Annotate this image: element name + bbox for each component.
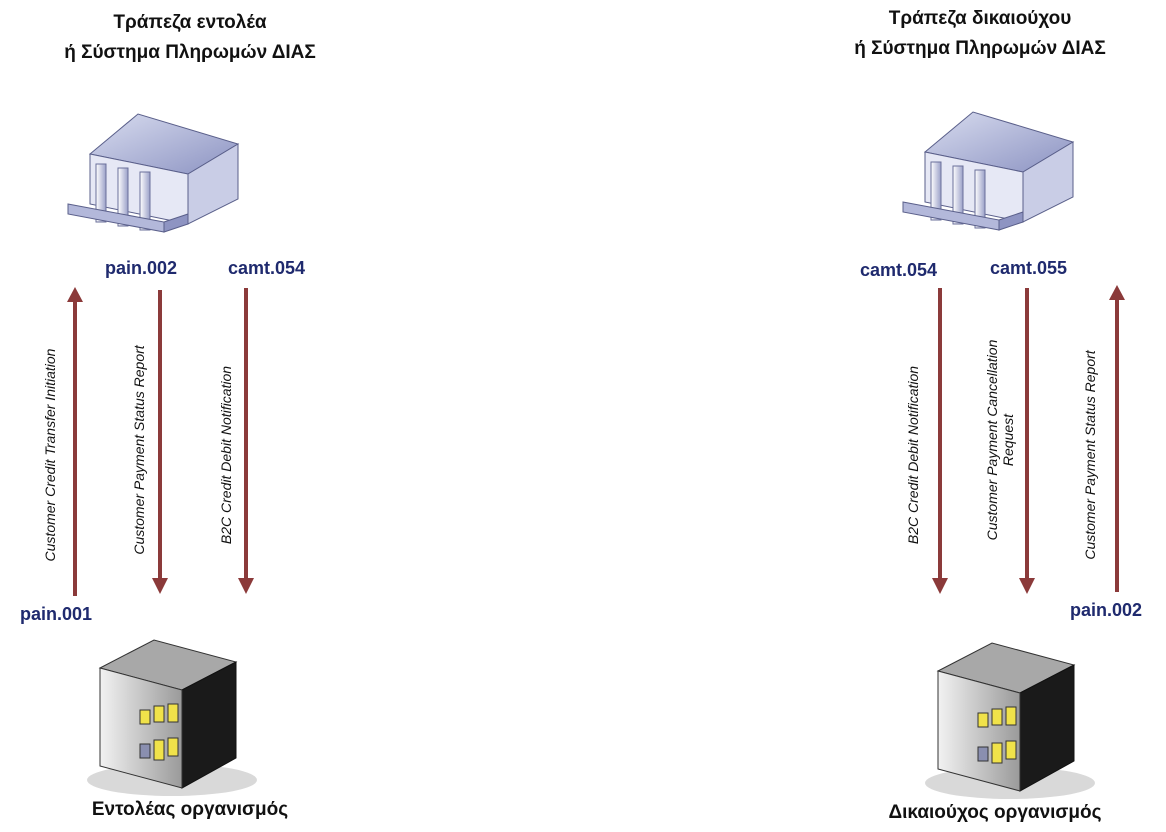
flow-label-payment-status-report-left: Customer Payment Status Report xyxy=(131,345,147,555)
code-camt-054-right: camt.054 xyxy=(860,260,938,280)
code-camt-055-right: camt.055 xyxy=(990,258,1068,278)
sender-organization-title: Εντολέας οργανισμός xyxy=(91,799,289,820)
flow-label-payment-status-report-right: Customer Payment Status Report xyxy=(1082,350,1098,560)
sender-bank-title: Τράπεζα εντολέα ή Σύστημα Πληρωμών ΔΙΑΣ xyxy=(10,8,370,68)
sender-bank-title-line2: ή Σύστημα Πληρωμών ΔΙΑΣ xyxy=(64,42,316,63)
code-pain-001-left: pain.001 xyxy=(20,604,93,624)
flow-label-credit-transfer-initiation: Customer Credit Transfer Initiation xyxy=(42,348,58,562)
flow-label-payment-cancellation-request: Customer Payment Cancellation Request xyxy=(984,339,1016,541)
beneficiary-bank-title: Τράπεζα δικαιούχου ή Σύστημα Πληρωμών ΔΙ… xyxy=(800,4,1160,64)
arrow-beneficiary-status-up xyxy=(1109,285,1125,592)
beneficiary-bank-title-line2: ή Σύστημα Πληρωμών ΔΙΑΣ xyxy=(854,38,1106,59)
beneficiary-organization-icon xyxy=(925,642,1095,799)
sender-bank-icon xyxy=(67,113,240,233)
arrow-beneficiary-notification-down xyxy=(932,288,948,594)
beneficiary-organization-title: Δικαιούχος οργανισμός xyxy=(888,802,1102,823)
code-pain-002-right: pain.002 xyxy=(1070,600,1143,620)
flow-label-debit-notification-right: B2C Credit Debit Notification xyxy=(905,365,921,545)
sender-organization-icon xyxy=(87,639,257,796)
beneficiary-bank-icon xyxy=(902,111,1075,231)
arrow-sender-initiation-up xyxy=(67,287,83,596)
code-pain-002-left: pain.002 xyxy=(105,258,178,278)
arrow-beneficiary-cancellation-down xyxy=(1019,288,1035,594)
arrow-sender-notification-down xyxy=(238,288,254,594)
sender-bank-title-line1: Τράπεζα εντολέα xyxy=(113,12,267,33)
flow-label-debit-notification-left: B2C Credit Debit Notification xyxy=(218,365,234,545)
beneficiary-bank-title-line1: Τράπεζα δικαιούχου xyxy=(888,8,1072,29)
code-camt-054-left: camt.054 xyxy=(228,258,306,278)
arrow-sender-status-down xyxy=(152,290,168,594)
